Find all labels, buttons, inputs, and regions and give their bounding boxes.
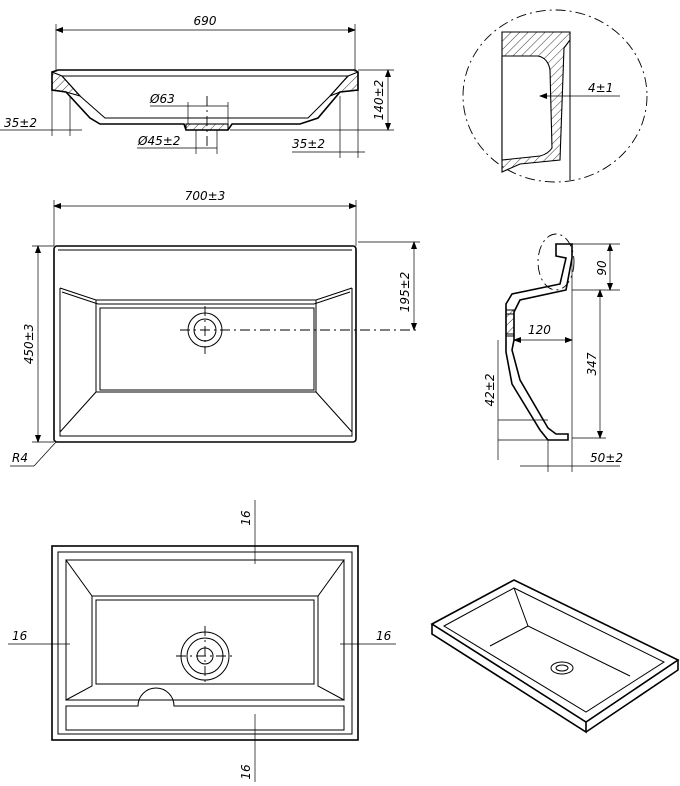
side-profile-view: 90 120 347 42±2 50±2 (483, 233, 623, 472)
dim-left-offset: 35±2 (4, 116, 37, 130)
dim-right-offset: 35±2 (292, 137, 325, 151)
dim-profile-height: 347 (585, 352, 599, 375)
dim-top-width: 700±3 (185, 189, 226, 203)
dim-bottom-bottom: 16 (239, 764, 253, 780)
bottom-view: 16 16 16 16 (8, 500, 396, 782)
detail-view: 4±1 (462, 9, 648, 183)
dim-profile-depth: 120 (528, 323, 551, 337)
dim-bottom-top: 16 (239, 510, 253, 526)
isometric-view (430, 579, 680, 734)
dim-profile-base: 50±2 (590, 451, 623, 465)
dim-bottom-right: 16 (376, 629, 392, 643)
dim-outlet-diameter: Ø45±2 (137, 134, 180, 148)
dim-wall-thickness: 4±1 (588, 81, 613, 95)
dim-side-height: 140±2 (372, 80, 386, 121)
dim-side-width: 690 (194, 14, 217, 28)
top-view: 700±3 450±3 195±2 R4 (10, 189, 420, 467)
dim-drain-diameter: Ø63 (149, 92, 175, 106)
dim-profile-lip: 42±2 (483, 374, 497, 407)
dim-corner-radius: R4 (12, 451, 28, 465)
dim-drain-center: 195±2 (398, 272, 412, 313)
side-section-view: 690 Ø63 Ø45±2 35±2 35±2 140±2 (0, 14, 394, 158)
dim-bottom-left: 16 (12, 629, 28, 643)
dim-top-height: 450±3 (22, 324, 36, 365)
dim-profile-top: 90 (595, 260, 609, 276)
